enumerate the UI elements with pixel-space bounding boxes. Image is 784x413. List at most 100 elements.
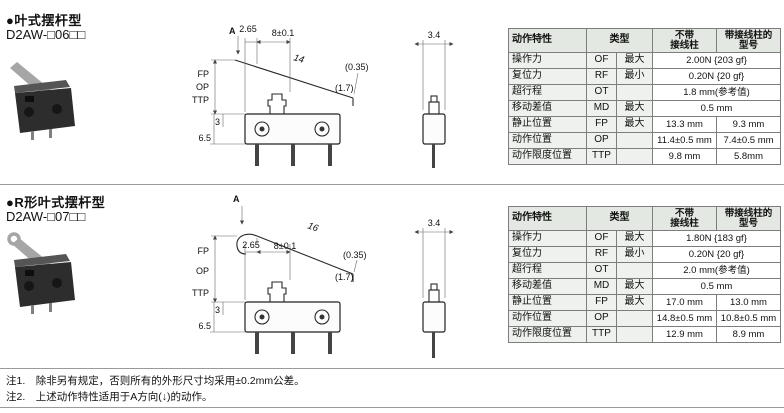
spec-cell: 超行程 <box>508 84 587 101</box>
dim-label-65: 6.5 <box>198 321 211 331</box>
dim-label-265: 2.65 <box>242 240 260 250</box>
spec-cell: 14.8±0.5 mm <box>652 310 717 327</box>
spec-cell: 2.0 mm(参考值) <box>652 262 781 279</box>
spec-cell: MD <box>586 278 617 295</box>
model-number-d2aw-06: D2AW-□06□□ <box>6 27 86 42</box>
spec-cell: 复位力 <box>508 246 587 263</box>
notes-divider <box>0 368 784 369</box>
col-header-type: 类型 <box>586 28 653 53</box>
lever-line-r <box>236 233 354 275</box>
dim-label-fp: FP <box>197 69 209 79</box>
spec-cell: FP <box>586 294 617 311</box>
photo-body-top <box>14 80 70 93</box>
spec-cell: 操作力 <box>508 52 587 69</box>
col-header-type: 类型 <box>586 206 653 231</box>
dim-label-035: (0.35) <box>345 62 369 72</box>
spec-cell: 静止位置 <box>508 294 587 311</box>
spec-cell: 超行程 <box>508 262 587 279</box>
switch-body-outline <box>244 113 341 145</box>
photo-hole <box>24 107 34 117</box>
spec-cell: 12.9 mm <box>652 326 717 343</box>
switch-body-outline <box>244 301 341 333</box>
photo-pin <box>31 131 34 140</box>
dim-label-lever-length: 14 <box>292 52 305 66</box>
spec-cell: 9.3 mm <box>716 116 781 133</box>
spec-cell <box>616 148 653 165</box>
side-view-pin <box>432 332 435 358</box>
dim-label-17: (1.7) <box>335 272 354 282</box>
dim-label-fp: FP <box>197 246 209 256</box>
spec-cell: 最大 <box>616 100 653 117</box>
dim-label-ttp: TTP <box>192 95 209 105</box>
plunger-outline <box>267 93 287 114</box>
section-title-r-leaf-lever: ●R形叶式摆杆型 <box>6 195 106 210</box>
spec-table-r-leaf-lever: 动作特性 类型 不带 接线柱 带接线柱的 型号 操作力 OF 最大 1.80N … <box>508 206 781 343</box>
dim-label-ttp: TTP <box>192 288 209 298</box>
spec-cell: 静止位置 <box>508 116 587 133</box>
side-view-pin <box>432 144 435 168</box>
dim-label-a: A <box>233 194 240 204</box>
photo-pin <box>49 303 52 312</box>
spec-cell: 最小 <box>616 246 653 263</box>
spec-cell: 5.8mm <box>716 148 781 165</box>
dim-label-3: 3 <box>215 117 220 127</box>
spec-cell: 最大 <box>616 294 653 311</box>
dim-label-op: OP <box>196 82 209 92</box>
spec-cell: 最小 <box>616 68 653 85</box>
spec-cell <box>616 132 653 149</box>
spec-cell: 动作位置 <box>508 132 587 149</box>
spec-table-leaf-lever: 动作特性 类型 不带 接线柱 带接线柱的 型号 操作力 OF 最大 2.00N … <box>508 28 781 165</box>
note-1: 注1. 除非另有规定，否则所有的外形尺寸均采用±0.2mm公差。 <box>6 375 305 387</box>
spec-cell: 最大 <box>616 116 653 133</box>
note-2: 注2. 上述动作特性适用于A方向(↓)的动作。 <box>6 391 213 403</box>
spec-cell: 复位力 <box>508 68 587 85</box>
terminal-pin <box>291 332 295 354</box>
photo-pin <box>49 129 52 138</box>
spec-cell: 0.5 mm <box>652 278 781 295</box>
spec-cell: 0.5 mm <box>652 100 781 117</box>
dim-label-035: (0.35) <box>343 250 367 260</box>
spec-cell: 移动差值 <box>508 278 587 295</box>
section-title-leaf-lever: ●叶式摆杆型 <box>6 13 82 28</box>
spec-cell: 8.9 mm <box>716 326 781 343</box>
product-photo-leaf-lever <box>10 62 75 140</box>
side-view-body <box>422 113 446 145</box>
bottom-divider <box>0 407 784 408</box>
spec-cell <box>616 326 653 343</box>
spec-cell: 1.8 mm(参考值) <box>652 84 781 101</box>
dim-label-3: 3 <box>215 305 220 315</box>
spec-cell: RF <box>586 68 617 85</box>
photo-body <box>15 262 75 307</box>
spec-cell: OF <box>586 52 617 69</box>
spec-cell: 17.0 mm <box>652 294 717 311</box>
spec-cell: TTP <box>586 148 617 165</box>
spec-cell: 13.0 mm <box>716 294 781 311</box>
terminal-pin <box>328 332 332 354</box>
photo-hole <box>52 278 62 288</box>
terminal-pin <box>255 332 259 354</box>
spec-cell <box>616 310 653 327</box>
product-photo-r-leaf-lever <box>7 232 75 314</box>
spec-cell: OT <box>586 84 617 101</box>
lever-line <box>234 59 354 99</box>
spec-cell: 7.4±0.5 mm <box>716 132 781 149</box>
dim-label-8: 8±0.1 <box>274 241 296 251</box>
photo-hole <box>24 281 34 291</box>
dim-label-a: A <box>229 26 236 36</box>
spec-cell: 13.3 mm <box>652 116 717 133</box>
spec-cell: 动作位置 <box>508 310 587 327</box>
spec-cell: 最大 <box>616 278 653 295</box>
dimension-drawing-r-leaf-lever: A 16 2.65 8±0.1 FP OP TTP 3 6.5 (1.7) (0… <box>192 194 454 358</box>
spec-cell: OT <box>586 262 617 279</box>
photo-hole <box>52 104 62 114</box>
spec-cell: 操作力 <box>508 230 587 247</box>
photo-plunger <box>25 270 34 276</box>
spec-cell: 最大 <box>616 52 653 69</box>
side-view-body <box>422 301 446 333</box>
spec-cell <box>616 262 653 279</box>
terminal-pin <box>291 144 295 166</box>
col-header-no-terminal: 不带 接线柱 <box>652 206 717 231</box>
dim-label-op: OP <box>196 266 209 276</box>
dim-label-17: (1.7) <box>335 83 354 93</box>
